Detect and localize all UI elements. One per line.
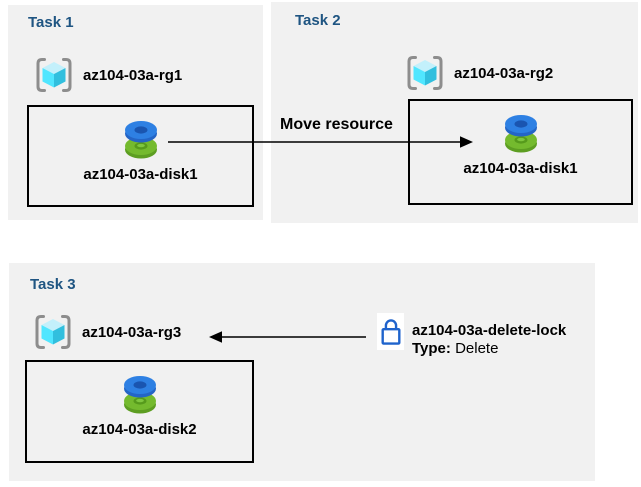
lock-annotation: az104-03a-delete-lock Type: Delete — [412, 322, 566, 358]
task2-panel — [271, 2, 638, 223]
task1-resource-box: az104-03a-disk1 — [27, 105, 254, 207]
lock-type-value: Delete — [455, 340, 499, 357]
task3-resource-box: az104-03a-disk2 — [25, 360, 254, 463]
task1-title: Task 1 — [28, 14, 74, 31]
task3-title: Task 3 — [30, 276, 76, 293]
task2-title: Task 2 — [295, 12, 341, 29]
task3-resource-group: az104-03a-rg3 — [33, 313, 181, 351]
disk-label: az104-03a-disk1 — [463, 160, 578, 177]
task2-resource-box: az104-03a-disk1 — [408, 99, 633, 205]
resource-group-icon — [34, 56, 74, 94]
resource-group-label: az104-03a-rg3 — [82, 323, 182, 341]
resource-group-icon — [33, 313, 73, 351]
lock-icon-box — [377, 313, 404, 350]
disk-icon — [503, 113, 539, 153]
task2-resource-group: az104-03a-rg2 — [405, 54, 553, 92]
task1-resource-group: az104-03a-rg1 — [34, 56, 182, 94]
task1-panel — [8, 5, 263, 220]
disk-icon — [122, 374, 158, 414]
move-resource-label: Move resource — [280, 116, 393, 133]
resource-group-label: az104-03a-rg1 — [83, 66, 183, 84]
disk-icon — [123, 119, 159, 159]
task3-panel — [9, 263, 595, 481]
lock-type-label: Type: — [412, 340, 451, 357]
disk-label: az104-03a-disk1 — [83, 166, 198, 183]
lock-type-line: Type: Delete — [412, 340, 566, 358]
resource-group-label: az104-03a-rg2 — [454, 64, 554, 82]
lock-icon — [379, 315, 403, 349]
resource-group-icon — [405, 54, 445, 92]
disk-label: az104-03a-disk2 — [82, 421, 197, 438]
lock-name: az104-03a-delete-lock — [412, 322, 567, 339]
